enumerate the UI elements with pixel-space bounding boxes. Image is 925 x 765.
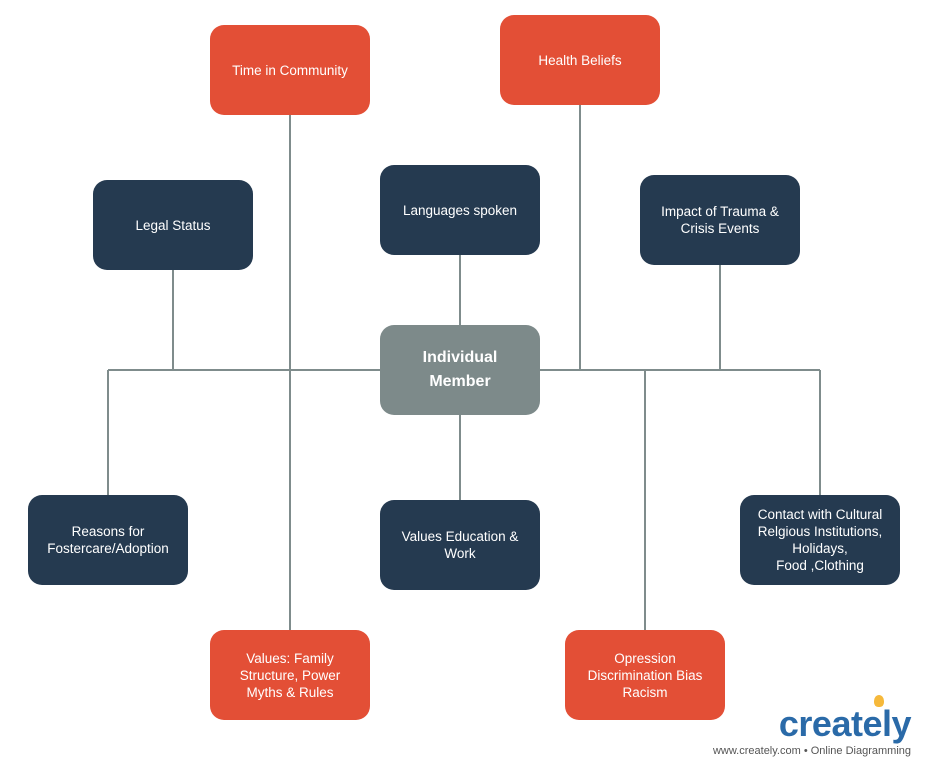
node-languages-spoken[interactable]: Languages spoken <box>380 165 540 255</box>
node-label: Values: Family Structure, Power Myths & … <box>239 650 341 700</box>
node-label: Impact of Trauma & Crisis Events <box>661 204 779 236</box>
node-label: Values Education & Work <box>401 529 519 561</box>
node-label: Reasons for Fostercare/Adoption <box>47 524 169 556</box>
creately-branding: creately www.creately.com • Online Diagr… <box>712 695 912 757</box>
node-label: Health Beliefs <box>538 52 622 68</box>
center-label: Individual Member <box>422 349 498 390</box>
node-contact-cultural[interactable]: Contact with Cultural Relgious Instituti… <box>740 495 900 585</box>
logo-text: creately <box>778 703 912 744</box>
node-reasons-fostercare[interactable]: Reasons for Fostercare/Adoption <box>28 495 188 585</box>
node-health-beliefs[interactable]: Health Beliefs <box>500 15 660 105</box>
brand-tagline[interactable]: www.creately.com • Online Diagramming <box>712 745 911 757</box>
node-legal-status[interactable]: Legal Status <box>93 180 253 270</box>
node-label: Languages spoken <box>402 202 518 218</box>
creately-logo: creately <box>713 695 912 744</box>
lightbulb-icon <box>874 695 884 707</box>
node-values-education[interactable]: Values Education & Work <box>380 500 540 590</box>
node-individual-member[interactable]: Individual Member <box>380 325 540 415</box>
node-values-family[interactable]: Values: Family Structure, Power Myths & … <box>210 630 370 720</box>
node-impact-of-trauma[interactable]: Impact of Trauma & Crisis Events <box>640 175 800 265</box>
node-time-in-community[interactable]: Time in Community <box>210 25 370 115</box>
node-label: Contact with Cultural Relgious Instituti… <box>757 507 883 573</box>
node-label: Legal Status <box>135 217 211 233</box>
node-label: Opression Discrimination Bias Racism <box>587 650 703 700</box>
node-label: Time in Community <box>232 62 348 78</box>
node-oppression[interactable]: Opression Discrimination Bias Racism <box>565 630 725 720</box>
